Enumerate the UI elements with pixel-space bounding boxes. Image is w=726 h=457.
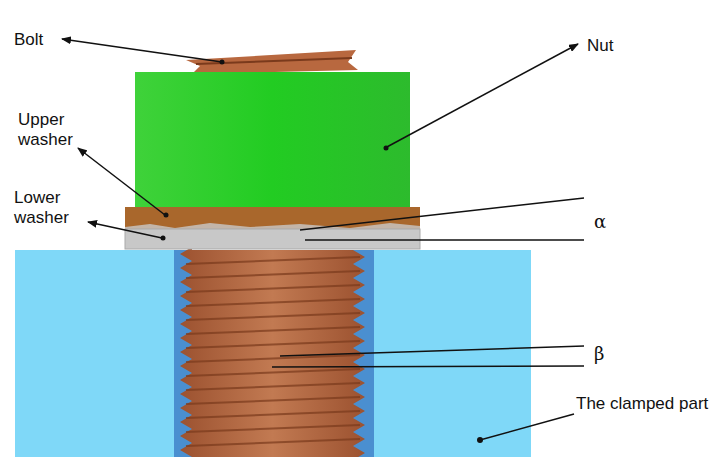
part-label: Bolt (14, 30, 74, 50)
part-label: Nut (587, 36, 647, 56)
lower-washer-edge (125, 229, 420, 249)
thread-lines (186, 257, 360, 446)
washer-contact (125, 223, 420, 229)
lower-washer (125, 229, 420, 249)
leader-dot (220, 60, 225, 65)
leader-dot (164, 213, 169, 218)
nut (135, 72, 410, 208)
leader-line (480, 414, 574, 440)
bolt-tip (186, 50, 358, 74)
leader-dot (384, 146, 389, 151)
upper-washer (125, 207, 420, 229)
part-label: Upper washer (18, 110, 80, 150)
leader-lines (62, 39, 584, 367)
leader-dot (161, 236, 166, 241)
part-label: Lower washer (14, 188, 76, 228)
angle-symbol: β (594, 344, 624, 364)
part-label: The clamped part (576, 394, 722, 414)
bolt-shank (180, 247, 365, 457)
angle-symbol: α (594, 212, 624, 232)
